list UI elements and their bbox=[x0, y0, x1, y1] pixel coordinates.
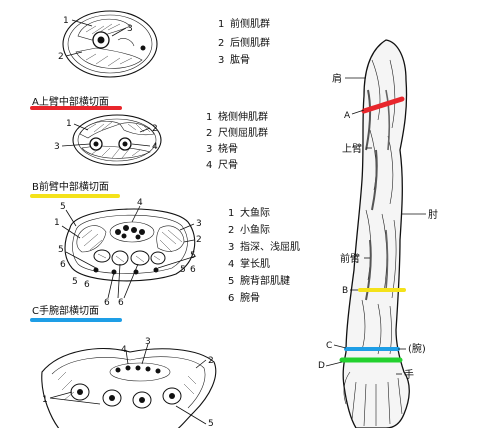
label-forearm: 前臂 bbox=[340, 252, 360, 265]
label-letter-c: C bbox=[326, 341, 332, 351]
section-b-diagram: 1 2 3 4 bbox=[54, 114, 162, 166]
section-c-callout: 5 bbox=[60, 202, 66, 212]
section-c-callout: 6 bbox=[104, 298, 110, 308]
section-b-callout: 2 bbox=[152, 124, 158, 134]
legend-text: 桡骨 bbox=[218, 142, 238, 155]
legend-number: 2 bbox=[228, 225, 234, 236]
legend-number: 3 bbox=[206, 144, 212, 155]
section-d-callout: 2 bbox=[208, 356, 214, 366]
arm-band-a-red bbox=[361, 96, 405, 114]
section-d-callout: 5 bbox=[208, 419, 214, 428]
arm-labels: 肩 A 上臂 肘 前臂 B C (腕) D 手 bbox=[318, 72, 438, 381]
legend-text: 腕骨 bbox=[240, 291, 260, 304]
section-c-callout: 6 bbox=[118, 298, 124, 308]
section-c-callout: 6 bbox=[190, 265, 196, 275]
section-a-callout: 3 bbox=[127, 24, 133, 34]
legend-number: 1 bbox=[228, 208, 234, 219]
legend-number: 1 bbox=[206, 112, 212, 123]
legend-number: 3 bbox=[228, 242, 234, 253]
section-d-callout: 3 bbox=[145, 337, 151, 347]
legend-text: 指深、浅屈肌 bbox=[240, 240, 300, 253]
legend-number: 5 bbox=[228, 276, 234, 287]
section-c-callout: 1 bbox=[54, 218, 60, 228]
label-letter-a: A bbox=[344, 111, 351, 121]
legend-number: 1 bbox=[218, 19, 224, 30]
section-b-legend: 1 桡侧伸肌群 2 尺侧屈肌群 3 桡骨 4 尺骨 bbox=[206, 110, 268, 171]
label-upper-arm: 上臂 bbox=[342, 142, 362, 155]
section-c-diagram: 5 1 3 2 4 5 5 6 5 6 5 6 6 6 bbox=[54, 198, 202, 308]
section-c-callout: 5 bbox=[58, 245, 64, 255]
legend-number: 4 bbox=[228, 259, 234, 270]
section-b-caption: B前臂中部横切面 bbox=[32, 180, 109, 193]
section-a-legend: 1 前侧肌群 2 后侧肌群 3 肱骨 bbox=[218, 17, 270, 66]
legend-text: 后侧肌群 bbox=[230, 36, 270, 49]
section-b-callout: 3 bbox=[54, 142, 60, 152]
section-c-callout: 6 bbox=[84, 280, 90, 290]
label-hand: 手 bbox=[404, 368, 414, 381]
section-c-callout: 5 bbox=[72, 277, 78, 287]
legend-number: 2 bbox=[218, 38, 224, 49]
label-wrist: (腕) bbox=[408, 342, 426, 355]
legend-text: 腕背部肌腱 bbox=[240, 274, 290, 287]
label-elbow: 肘 bbox=[428, 208, 438, 221]
label-letter-b: B bbox=[342, 286, 348, 296]
legend-text: 前侧肌群 bbox=[230, 17, 270, 30]
section-c-callout: 4 bbox=[137, 198, 143, 208]
section-c-callout: 6 bbox=[60, 260, 66, 270]
legend-text: 大鱼际 bbox=[240, 206, 270, 219]
section-a-callout: 1 bbox=[63, 16, 69, 26]
section-a-callout: 2 bbox=[58, 52, 64, 62]
arm-illustration bbox=[342, 39, 410, 428]
section-b-callout: 1 bbox=[66, 119, 72, 129]
section-a-caption: A上臂中部横切面 bbox=[32, 95, 109, 108]
section-c-callout: 5 bbox=[190, 251, 196, 261]
legend-text: 尺骨 bbox=[218, 159, 238, 171]
legend-number: 6 bbox=[228, 293, 234, 304]
legend-text: 掌长肌 bbox=[240, 258, 270, 270]
legend-text: 肱骨 bbox=[230, 54, 250, 66]
legend-text: 桡侧伸肌群 bbox=[218, 110, 268, 123]
section-d-callout: 1 bbox=[42, 395, 48, 405]
legend-number: 2 bbox=[206, 128, 212, 139]
legend-number: 3 bbox=[218, 55, 224, 66]
section-d-callout: 4 bbox=[121, 345, 127, 355]
section-c-callout: 2 bbox=[196, 235, 202, 245]
section-c-caption: C手腕部横切面 bbox=[32, 304, 99, 317]
label-shoulder: 肩 bbox=[332, 72, 342, 85]
section-d-diagram: 4 3 2 1 5 bbox=[41, 337, 217, 428]
legend-text: 小鱼际 bbox=[240, 223, 270, 236]
legend-number: 4 bbox=[206, 160, 212, 171]
section-b-callout: 4 bbox=[152, 142, 158, 152]
section-c-callout: 3 bbox=[196, 219, 202, 229]
section-a-diagram: 1 2 3 bbox=[58, 10, 158, 78]
legend-text: 尺侧屈肌群 bbox=[218, 126, 268, 139]
section-c-legend: 1 大鱼际 2 小鱼际 3 指深、浅屈肌 4 掌长肌 5 腕背部肌腱 6 腕骨 bbox=[228, 206, 300, 304]
section-c-callout: 5 bbox=[180, 265, 186, 275]
label-letter-d: D bbox=[318, 361, 325, 371]
